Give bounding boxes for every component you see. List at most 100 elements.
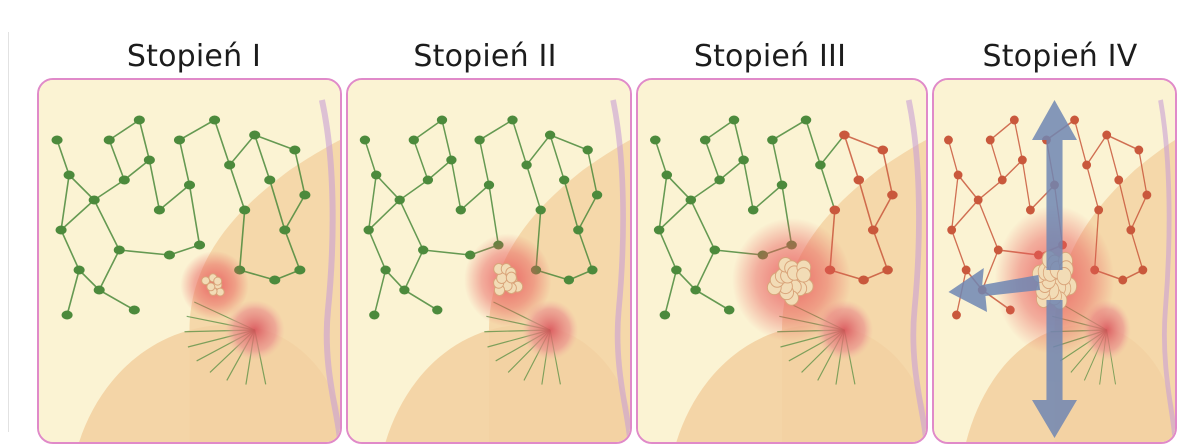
lymph-node bbox=[89, 196, 100, 205]
lymph-node bbox=[154, 206, 165, 215]
lymph-node bbox=[174, 136, 185, 145]
lymph-node bbox=[104, 136, 115, 145]
lymph-node bbox=[724, 306, 735, 315]
lymph-node bbox=[662, 171, 673, 180]
lymph-node bbox=[882, 266, 893, 275]
stage-4-illustration bbox=[934, 80, 1175, 442]
lymph-node bbox=[887, 191, 898, 200]
stage-panel-2 bbox=[346, 78, 632, 444]
lymph-node bbox=[767, 136, 778, 145]
lymph-node bbox=[878, 146, 889, 155]
lymph-node bbox=[868, 226, 879, 235]
lymph-node bbox=[1134, 146, 1143, 155]
lymph-node bbox=[484, 181, 494, 190]
lymph-node bbox=[738, 156, 749, 165]
lymph-node bbox=[650, 136, 661, 145]
lymph-node bbox=[583, 146, 593, 155]
lymph-node bbox=[474, 136, 484, 145]
lymph-node bbox=[700, 136, 711, 145]
lymph-node bbox=[714, 176, 725, 185]
stage-1-illustration bbox=[39, 80, 340, 442]
lymph-node bbox=[294, 266, 305, 275]
stage-title-3: Stopień III bbox=[670, 40, 870, 74]
lymph-node bbox=[134, 116, 145, 125]
lymph-node bbox=[830, 206, 841, 215]
lymph-node bbox=[144, 156, 155, 165]
lymph-node bbox=[114, 246, 125, 255]
lymph-node bbox=[815, 161, 826, 170]
tumor-cell bbox=[202, 277, 210, 285]
lymph-node bbox=[545, 131, 555, 140]
stage-panel-4 bbox=[932, 78, 1177, 444]
lymph-node bbox=[1142, 191, 1151, 200]
lymph-node bbox=[998, 176, 1007, 185]
lymph-node bbox=[729, 116, 740, 125]
left-divider bbox=[8, 32, 9, 432]
lymph-node bbox=[299, 191, 310, 200]
lymph-node bbox=[748, 206, 759, 215]
lymph-node bbox=[289, 146, 300, 155]
lymph-node bbox=[94, 286, 105, 295]
tumor-cell bbox=[1057, 267, 1071, 284]
lymph-node bbox=[777, 181, 788, 190]
lymph-node bbox=[119, 176, 130, 185]
lymph-node bbox=[418, 246, 428, 255]
lymph-node bbox=[164, 251, 175, 260]
stage-2-illustration bbox=[348, 80, 630, 442]
lymph-node bbox=[395, 196, 405, 205]
lymph-node bbox=[279, 226, 290, 235]
lymph-node bbox=[1094, 206, 1103, 215]
lymph-node bbox=[1114, 176, 1123, 185]
lymph-node bbox=[974, 196, 983, 205]
lymph-node bbox=[573, 226, 583, 235]
lymph-node bbox=[801, 116, 812, 125]
tumor-cell bbox=[214, 277, 222, 285]
lymph-node bbox=[456, 206, 466, 215]
lymph-node bbox=[587, 266, 597, 275]
lymph-node bbox=[660, 311, 671, 320]
lymph-node bbox=[224, 161, 235, 170]
lymph-node bbox=[536, 206, 546, 215]
lymph-node bbox=[1102, 131, 1111, 140]
lymph-node bbox=[710, 246, 721, 255]
lymph-node bbox=[64, 171, 75, 180]
lymph-node bbox=[239, 206, 250, 215]
lymph-node bbox=[1118, 276, 1127, 285]
stage-panel-3 bbox=[636, 78, 928, 444]
lymph-node bbox=[399, 286, 409, 295]
lymph-node bbox=[521, 161, 531, 170]
lymph-node bbox=[1018, 156, 1027, 165]
stage-panel-1 bbox=[37, 78, 342, 444]
lymph-node bbox=[854, 176, 865, 185]
lymph-node bbox=[432, 306, 442, 315]
lymph-node bbox=[409, 136, 419, 145]
lymph-node bbox=[944, 136, 953, 145]
lymph-node bbox=[129, 306, 140, 315]
lymph-node bbox=[56, 226, 67, 235]
lymph-node bbox=[592, 191, 602, 200]
stage-title-4: Stopień IV bbox=[960, 40, 1160, 74]
lymph-node bbox=[858, 276, 869, 285]
lymph-node bbox=[74, 266, 85, 275]
lymph-node bbox=[1082, 161, 1091, 170]
lymph-node bbox=[962, 266, 971, 275]
tumor-cell bbox=[506, 272, 516, 283]
lymph-node bbox=[52, 136, 63, 145]
lymph-node bbox=[209, 116, 220, 125]
lymph-node bbox=[564, 276, 574, 285]
lymph-node bbox=[249, 131, 260, 140]
tumor-cell bbox=[797, 268, 811, 282]
lymph-node bbox=[671, 266, 682, 275]
lymph-node bbox=[507, 116, 517, 125]
lymph-node bbox=[1010, 116, 1019, 125]
stage-title-1: Stopień I bbox=[94, 40, 294, 74]
lymph-node bbox=[184, 181, 195, 190]
lymph-node bbox=[364, 226, 374, 235]
lymph-node bbox=[1138, 266, 1147, 275]
stage-3-illustration bbox=[638, 80, 926, 442]
lymph-node bbox=[690, 286, 701, 295]
lymph-node bbox=[446, 156, 456, 165]
lymph-node bbox=[559, 176, 569, 185]
lymph-node bbox=[423, 176, 433, 185]
lymph-node bbox=[839, 131, 850, 140]
